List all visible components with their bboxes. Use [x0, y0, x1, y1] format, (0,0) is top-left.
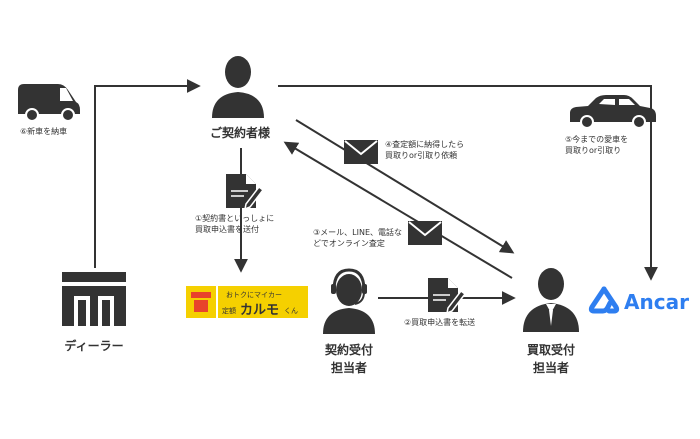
step-1-caption: ①契約書といっしょに 買取申込書を送付: [195, 213, 305, 235]
ancar-logo: Ancar: [588, 286, 689, 314]
karumo-prefix: 定額: [222, 306, 236, 315]
step-3-line: どでオンライン査定: [313, 239, 385, 248]
dealer-building-icon: [62, 272, 126, 326]
envelope-icon: [408, 221, 442, 245]
step-5-caption: ⑤今までの愛車を 買取りor引取り: [565, 134, 655, 156]
step-1-line: ①契約書といっしょに: [195, 214, 275, 223]
step-5-line: 買取りor引取り: [565, 146, 622, 155]
contract-staff-label: 契約受付 担当者: [315, 341, 383, 377]
customer-label: ご契約者様: [209, 126, 270, 140]
contract-staff-label-line: 契約受付: [324, 343, 373, 357]
karumo-name: カルモ: [240, 303, 279, 318]
step-3-line: ③メール、LINE、電話な: [313, 228, 403, 237]
dealer-label: ディーラー: [64, 339, 124, 353]
arrow-customer-to-ancar: [278, 85, 658, 281]
purchase-staff-label-line: 買取受付: [526, 343, 575, 357]
purchase-staff-label-line: 担当者: [532, 361, 569, 375]
step-3-caption: ③メール、LINE、電話な どでオンライン査定: [313, 227, 413, 249]
document-pen-icon: [226, 174, 265, 211]
contract-staff-label-line: 担当者: [330, 361, 367, 375]
document-pen-icon: [428, 278, 467, 315]
ancar-logo-text: Ancar: [624, 290, 689, 314]
suit-person-icon: [523, 268, 579, 332]
purchase-staff-label: 買取受付 担当者: [517, 341, 585, 377]
headset-person-icon: [323, 268, 375, 334]
karumo-logo: おトクにマイカー 定額 カルモ くん: [186, 286, 308, 318]
step-4-line: ④査定額に納得したら: [385, 140, 465, 149]
sedan-icon: [570, 95, 656, 129]
step-6-caption: ⑥新車を納車: [20, 127, 68, 136]
van-icon: [18, 84, 80, 122]
karumo-tagline: おトクにマイカー: [226, 291, 282, 299]
arrow-customer-to-purchase-staff: [295, 119, 515, 254]
step-2-caption: ②買取申込書を転送: [404, 318, 476, 327]
step-4-line: 買取りor引取り依頼: [385, 151, 458, 160]
arrow-purchase-staff-to-customer: [283, 141, 513, 279]
step-4-caption: ④査定額に納得したら 買取りor引取り依頼: [385, 139, 485, 161]
arrow-dealer-to-customer: [94, 79, 201, 268]
step-1-line: 買取申込書を送付: [195, 225, 259, 234]
envelope-icon: [344, 140, 378, 164]
karumo-suffix: くん: [284, 307, 298, 315]
step-5-line: ⑤今までの愛車を: [565, 135, 629, 144]
customer-person-icon: [212, 56, 264, 118]
